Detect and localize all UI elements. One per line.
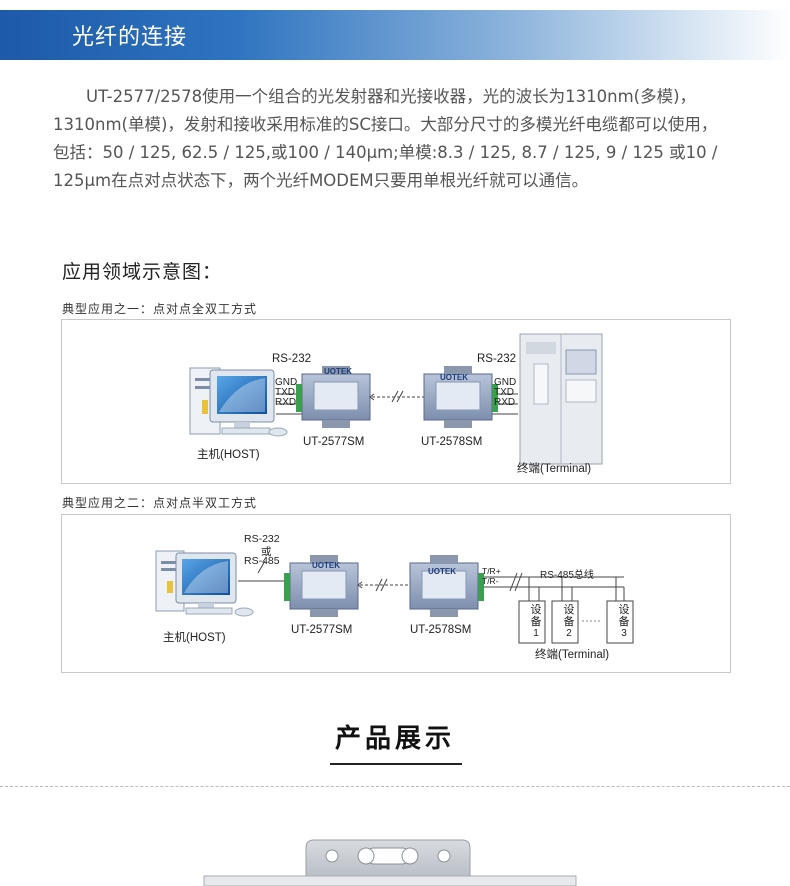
terminal-cabinet-icon — [519, 333, 603, 465]
intro-paragraph: UT-2577/2578使用一个组合的光发射器和光接收器，光的波长为1310nm… — [53, 87, 718, 190]
equipment-3-label: 设 备 3 — [618, 604, 630, 639]
equipment-2-label: 设 备 2 — [563, 604, 575, 639]
section-banner — [0, 10, 790, 60]
diagram2-device-right-label: UT-2578SM — [410, 624, 472, 636]
products-title-underline — [330, 763, 462, 765]
diagram1-right-interface: RS-232 — [477, 353, 516, 365]
diagram1-right-brand: UOTEK — [440, 373, 468, 382]
diagram1-terminal-label: 终端(Terminal) — [517, 463, 592, 475]
diagram1-left-pin-txd: TXD — [275, 387, 295, 398]
equipment-1-label: 设 备 1 — [530, 604, 542, 639]
device-ut2577-icon — [296, 366, 371, 428]
equipment-drops — [518, 577, 634, 644]
device-ut2577-icon — [284, 555, 359, 617]
diagram1-right-pin-txd: TXD — [494, 387, 514, 398]
diagram2-interface-top: RS-232 — [244, 533, 280, 545]
diagram1-right-pin-gnd: GND — [494, 377, 517, 388]
application-heading: 应用领域示意图： — [62, 261, 223, 283]
host-computer-icon — [189, 367, 288, 437]
diagram2-left-brand: UOTEK — [312, 561, 340, 570]
diagram2-terminal-label: 终端(Terminal) — [535, 649, 610, 661]
diagram2-interface-bottom: RS-485 — [244, 555, 280, 567]
diagram1-host-label: 主机(HOST) — [197, 449, 260, 461]
section-title: 光纤的连接 — [72, 25, 188, 50]
diagram1-left-interface: RS-232 — [272, 353, 311, 365]
diagram2-bus-label: RS-485总线 — [540, 570, 594, 581]
host-computer-icon — [155, 550, 254, 617]
diagram2-panel — [61, 514, 731, 673]
products-title: 产品展示 — [334, 724, 455, 754]
diagram1-panel — [61, 319, 731, 484]
device-ut2578-icon — [409, 555, 484, 617]
diagram1-device-left-label: UT-2577SM — [303, 436, 365, 448]
diagram1-left-brand: UOTEK — [324, 367, 352, 376]
diagram1-caption: 典型应用之一：点对点全双工方式 — [62, 302, 258, 316]
diagram1-device-right-label: UT-2578SM — [421, 436, 483, 448]
section-divider — [0, 786, 790, 787]
diagram1-left-pin-gnd: GND — [275, 377, 298, 388]
diagram2-bus-pin-plus: T/R+ — [482, 566, 501, 576]
diagram2-bus-pin-minus: T/R- — [482, 576, 499, 586]
diagram2-host-label: 主机(HOST) — [163, 632, 226, 644]
diagram1-svg — [189, 333, 603, 465]
diagram2-interface-or: 或 — [261, 546, 272, 558]
device-ut2578-icon — [423, 366, 498, 428]
diagram2-right-brand: UOTEK — [428, 567, 456, 576]
diagram2-caption: 典型应用之二：点对点半双工方式 — [62, 496, 258, 510]
diagram2-svg — [155, 550, 634, 644]
product-image — [203, 839, 577, 886]
diagram1-right-pin-rxd: RXD — [494, 397, 516, 408]
diagram2-device-left-label: UT-2577SM — [291, 624, 353, 636]
diagram1-left-pin-rxd: RXD — [275, 397, 297, 408]
